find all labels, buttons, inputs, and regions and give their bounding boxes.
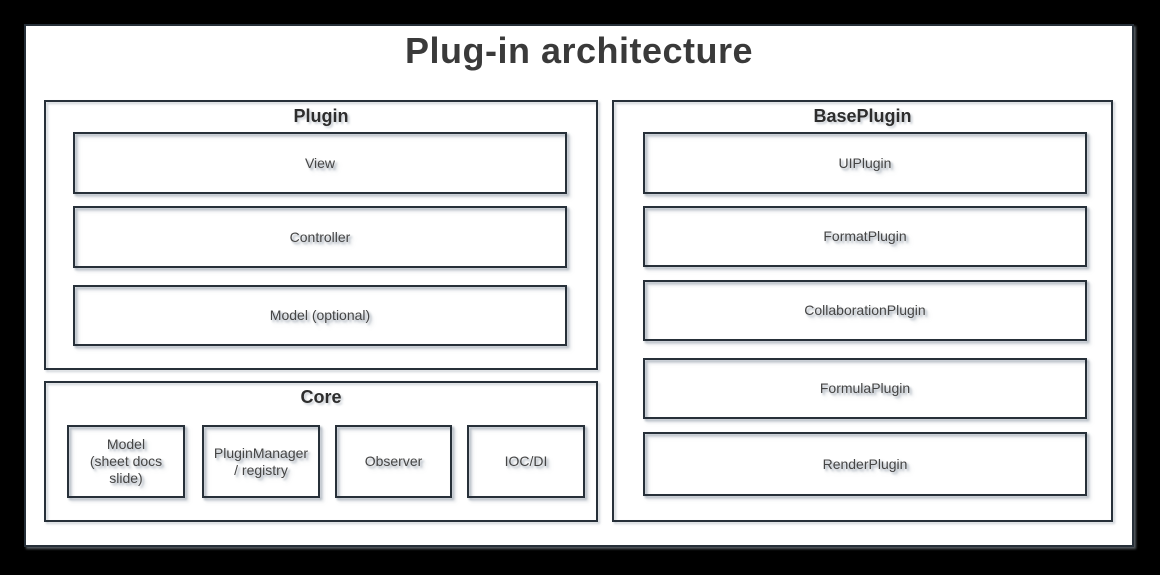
node-ioc-di-label: IOC/DI	[504, 453, 548, 469]
node-uiplugin: UIPlugin	[643, 132, 1087, 194]
node-uiplugin-label: UIPlugin	[838, 154, 892, 171]
node-observer-label: Observer	[364, 453, 423, 469]
panel-plugin: Plugin View Controller Model (optional)	[44, 100, 598, 370]
node-controller: Controller	[73, 206, 567, 268]
node-core-model: Model (sheet docs slide)	[67, 425, 185, 498]
node-core-model-label: Model (sheet docs slide)	[89, 436, 163, 486]
panel-baseplugin-title: BasePlugin	[813, 106, 912, 126]
node-observer: Observer	[335, 425, 452, 498]
panel-core: Core Model (sheet docs slide) PluginMana…	[44, 381, 598, 522]
diagram-title: Plug-in architecture	[404, 30, 754, 71]
panel-plugin-title: Plugin	[293, 106, 349, 126]
node-model-optional-label: Model (optional)	[269, 307, 371, 323]
node-renderplugin: RenderPlugin	[643, 432, 1087, 496]
node-renderplugin-label: RenderPlugin	[822, 455, 908, 472]
node-controller-label: Controller	[289, 228, 351, 245]
node-collaborationplugin-label: CollaborationPlugin	[804, 302, 926, 318]
panel-core-title: Core	[300, 387, 342, 407]
node-plugin-manager: PluginManager / registry	[202, 425, 320, 498]
node-ioc-di: IOC/DI	[467, 425, 585, 498]
node-model-optional: Model (optional)	[73, 285, 567, 346]
node-formulaplugin: FormulaPlugin	[643, 358, 1087, 419]
node-view-label: View	[304, 154, 336, 171]
panel-baseplugin: BasePlugin UIPlugin FormatPlugin Collabo…	[612, 100, 1113, 522]
diagram-canvas: Plug-in architecture Plugin View Control…	[24, 24, 1134, 547]
node-formulaplugin-label: FormulaPlugin	[819, 380, 911, 396]
node-collaborationplugin: CollaborationPlugin	[643, 280, 1087, 341]
node-formatplugin: FormatPlugin	[643, 206, 1087, 267]
node-view: View	[73, 132, 567, 194]
node-plugin-manager-label: PluginManager / registry	[213, 444, 309, 478]
node-formatplugin-label: FormatPlugin	[823, 228, 907, 244]
